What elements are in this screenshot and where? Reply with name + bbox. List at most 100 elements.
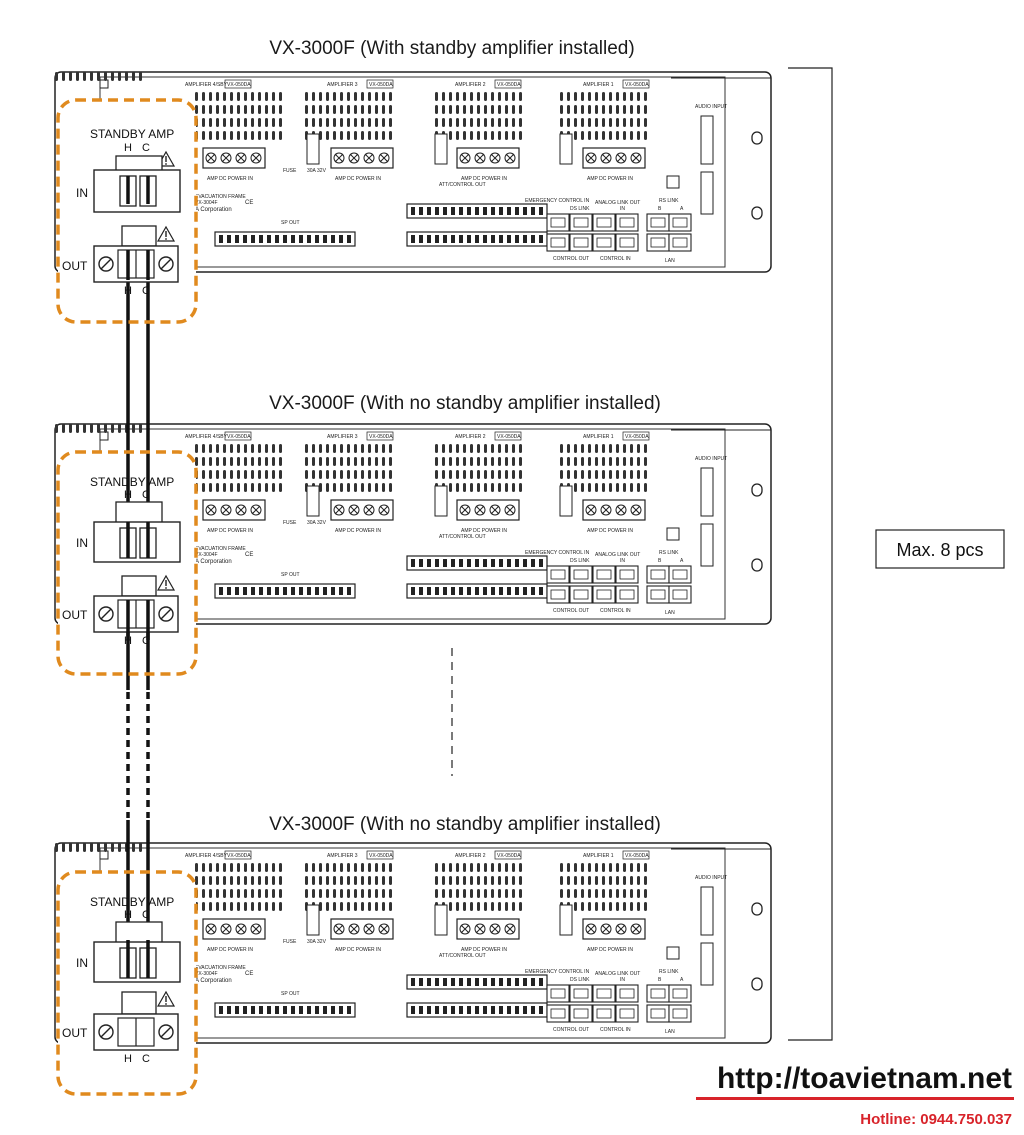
att-control-out-label: ATT/CONTROL OUT — [439, 182, 486, 188]
control-in-label: CONTROL IN — [600, 1027, 631, 1033]
standby-amp-title: STANDBY AMP — [90, 475, 174, 489]
amp-label-3: AMPLIFIER 3 — [327, 82, 358, 88]
standby-out-h: H — [124, 1053, 132, 1065]
brand-url[interactable]: http://toavietnam.net — [717, 1062, 1012, 1095]
rs-a: A — [680, 558, 684, 564]
standby-amp-title: STANDBY AMP — [90, 895, 174, 909]
standby-out-connector[interactable] — [93, 575, 179, 633]
standby-in-label: IN — [76, 186, 88, 200]
sp-out-label: SP OUT — [281, 572, 300, 578]
amp-label-2: AMPLIFIER 2 — [455, 82, 486, 88]
rs-link-label: RS LINK — [659, 198, 679, 204]
control-out-label: CONTROL OUT — [553, 1027, 589, 1033]
standby-dashed-outline-3 — [56, 870, 198, 1096]
amp-dc-power-in-1: AMP DC POWER IN — [587, 176, 633, 182]
plate-line1: EVACUATION FRAME — [195, 965, 246, 971]
plate-line2: VX-3004F — [195, 200, 218, 206]
rs-a: A — [680, 206, 684, 212]
amp-label-1: AMPLIFIER 1 — [583, 434, 614, 440]
amp-label-3: AMPLIFIER 3 — [327, 434, 358, 440]
unit-title-1: VX-3000F (With standby amplifier install… — [269, 38, 634, 59]
amp-dc-power-in-2: AMP DC POWER IN — [461, 528, 507, 534]
amp-label-2: AMPLIFIER 2 — [455, 853, 486, 859]
max-units-label: Max. 8 pcs — [896, 540, 983, 560]
standby-out-label: OUT — [62, 259, 88, 273]
sp-out-label: SP OUT — [281, 220, 300, 226]
emergency-control-in: EMERGENCY CONTROL IN — [525, 550, 590, 556]
fuse-rating: 30A 32V — [307, 520, 327, 526]
rs-link-label: RS LINK — [659, 969, 679, 975]
amp-model-3: VX-050DA — [369, 853, 393, 859]
emergency-control-in: EMERGENCY CONTROL IN — [525, 198, 590, 204]
plate-line2: VX-3004F — [195, 552, 218, 558]
standby-in-label: IN — [76, 536, 88, 550]
fuse-label: FUSE — [283, 939, 297, 945]
ds-link-label: DS LINK — [570, 977, 590, 983]
standby-out-h: H — [124, 285, 132, 297]
plate-line3: A Corporation — [195, 978, 232, 984]
amp-label-4: AMPLIFIER 4/SBY — [185, 82, 228, 88]
amp-model-3: VX-050DA — [369, 82, 393, 88]
standby-out-label: OUT — [62, 608, 88, 622]
analog-link-out: ANALOG LINK OUT — [595, 200, 640, 206]
standby-h-label: H — [124, 489, 132, 501]
rs-b: B — [658, 206, 662, 212]
standby-out-c: C — [142, 1053, 150, 1065]
audio-input-label: AUDIO INPUT — [695, 875, 727, 881]
sp-out-label: SP OUT — [281, 991, 300, 997]
unit-title-3: VX-3000F (With no standby amplifier inst… — [269, 814, 661, 835]
lan-label: LAN — [665, 610, 675, 616]
standby-c-label: C — [142, 909, 150, 921]
standby-in-label: IN — [76, 956, 88, 970]
plate-line1: EVACUATION FRAME — [195, 546, 246, 552]
standby-out-c: C — [142, 635, 150, 647]
amp-dc-power-in-3: AMP DC POWER IN — [335, 176, 381, 182]
emergency-control-in: EMERGENCY CONTROL IN — [525, 969, 590, 975]
amp-label-4: AMPLIFIER 4/SBY — [185, 434, 228, 440]
amp-model-2: VX-050DA — [497, 82, 521, 88]
ce-mark: CE — [245, 552, 253, 558]
amp-dc-power-in-3: AMP DC POWER IN — [335, 947, 381, 953]
lan-label: LAN — [665, 1029, 675, 1035]
standby-dashed-outline-2 — [56, 450, 198, 676]
analog-link-in: IN — [620, 206, 625, 212]
standby-out-h: H — [124, 635, 132, 647]
ds-link-label: DS LINK — [570, 558, 590, 564]
amp-label-3: AMPLIFIER 3 — [327, 853, 358, 859]
rs-a: A — [680, 977, 684, 983]
control-out-label: CONTROL OUT — [553, 256, 589, 262]
standby-in-connector[interactable] — [93, 921, 181, 983]
fuse-label: FUSE — [283, 168, 297, 174]
amp-model-1: VX-050DA — [625, 434, 649, 440]
amp-label-1: AMPLIFIER 1 — [583, 82, 614, 88]
standby-out-c: C — [142, 285, 150, 297]
att-control-out-label: ATT/CONTROL OUT — [439, 953, 486, 959]
rs-b: B — [658, 977, 662, 983]
standby-out-connector[interactable] — [93, 991, 179, 1051]
standby-in-connector[interactable] — [93, 155, 181, 213]
standby-h-label: H — [124, 142, 132, 154]
control-out-label: CONTROL OUT — [553, 608, 589, 614]
rs-link-label: RS LINK — [659, 550, 679, 556]
plate-line3: A Corporation — [195, 207, 232, 213]
fuse-rating: 30A 32V — [307, 939, 327, 945]
amp-model-4: VX-050DA — [227, 434, 251, 440]
fuse-label: FUSE — [283, 520, 297, 526]
rs-b: B — [658, 558, 662, 564]
analog-link-out: ANALOG LINK OUT — [595, 971, 640, 977]
amp-model-2: VX-050DA — [497, 434, 521, 440]
amp-dc-power-in-1: AMP DC POWER IN — [587, 528, 633, 534]
control-in-label: CONTROL IN — [600, 608, 631, 614]
amp-model-3: VX-050DA — [369, 434, 393, 440]
control-in-label: CONTROL IN — [600, 256, 631, 262]
amp-model-1: VX-050DA — [625, 82, 649, 88]
att-control-out-label: ATT/CONTROL OUT — [439, 534, 486, 540]
amp-dc-power-in-4: AMP DC POWER IN — [207, 528, 253, 534]
standby-out-connector[interactable] — [93, 225, 179, 283]
amp-dc-power-in-3: AMP DC POWER IN — [335, 528, 381, 534]
amp-dc-power-in-4: AMP DC POWER IN — [207, 947, 253, 953]
link-cable-omitted — [126, 692, 150, 818]
plate-line2: VX-3004F — [195, 971, 218, 977]
amp-model-2: VX-050DA — [497, 853, 521, 859]
